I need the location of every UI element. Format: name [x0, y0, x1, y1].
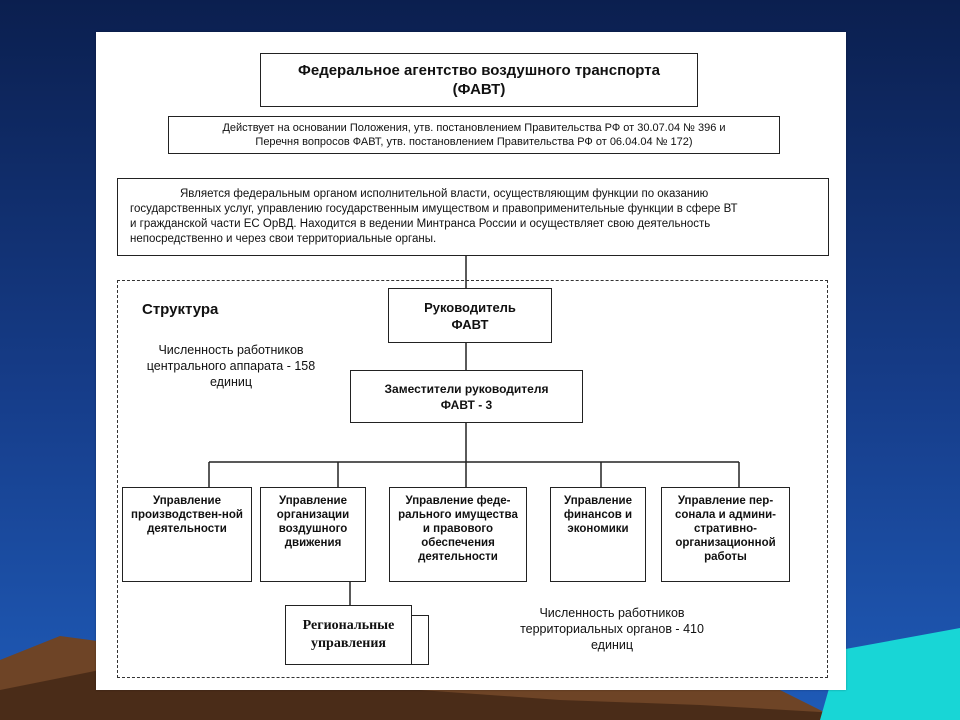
department-production-box: Управление производствен-ной деятельност…	[122, 487, 252, 582]
description-line2: государственных услуг, управлению госуда…	[130, 202, 738, 217]
department-finance-box: Управление финансов и экономики	[550, 487, 646, 582]
head-line2: ФАВТ	[424, 316, 516, 333]
agency-title-line2: (ФАВТ)	[298, 80, 660, 99]
regional-line1: Региональные	[303, 617, 395, 635]
legal-basis-line1: Действует на основании Положения, утв. п…	[222, 121, 725, 135]
department-air-traffic-box: Управление организации воздушного движен…	[260, 487, 366, 582]
department-property-legal-label: Управление феде-рального имущества и пра…	[394, 494, 522, 564]
agency-title-line1: Федеральное агентство воздушного транспо…	[298, 61, 660, 80]
structure-label: Структура	[142, 301, 218, 318]
deputies-box: Заместители руководителя ФАВТ - 3	[350, 370, 583, 423]
description-line3: и гражданской части ЕС ОрВД. Находится в…	[130, 217, 738, 232]
agency-description-box: Является федеральным органом исполнитель…	[117, 178, 829, 256]
legal-basis-line2: Перечня вопросов ФАВТ, утв. постановлени…	[222, 135, 725, 149]
regional-line2: управления	[303, 635, 395, 653]
regional-offices-box: Региональные управления	[285, 605, 412, 665]
department-finance-label: Управление финансов и экономики	[555, 494, 641, 536]
agency-title-box: Федеральное агентство воздушного транспо…	[260, 53, 698, 107]
department-personnel-label: Управление пер-сонала и админи-стративно…	[666, 494, 785, 564]
regional-staff-note: Численность работников территориальных о…	[512, 605, 712, 653]
description-line4: непосредственно и через свои территориал…	[130, 232, 738, 247]
org-chart-sheet: Федеральное агентство воздушного транспо…	[96, 32, 846, 690]
legal-basis-box: Действует на основании Положения, утв. п…	[168, 116, 780, 154]
description-line1: Является федеральным органом исполнитель…	[130, 187, 738, 202]
department-air-traffic-label: Управление организации воздушного движен…	[265, 494, 361, 550]
deputies-line1: Заместители руководителя	[385, 381, 549, 397]
head-line1: Руководитель	[424, 299, 516, 316]
head-box: Руководитель ФАВТ	[388, 288, 552, 343]
central-staff-note: Численность работников центрального аппа…	[136, 342, 326, 390]
deputies-line2: ФАВТ - 3	[385, 397, 549, 413]
department-production-label: Управление производствен-ной деятельност…	[127, 494, 247, 536]
department-personnel-box: Управление пер-сонала и админи-стративно…	[661, 487, 790, 582]
department-property-legal-box: Управление феде-рального имущества и пра…	[389, 487, 527, 582]
